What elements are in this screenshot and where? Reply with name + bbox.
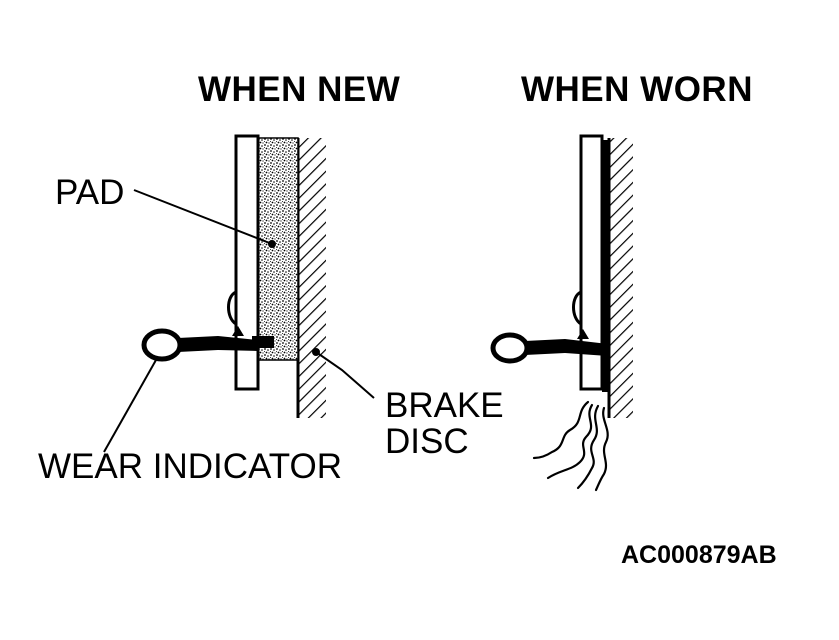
brake-disc-label-line2: DISC <box>385 422 469 461</box>
figure-code: AC000879AB <box>621 541 777 569</box>
pad-label: PAD <box>55 173 125 212</box>
pad-leader <box>133 189 273 245</box>
brake-disc-label-line1: BRAKE <box>385 386 504 425</box>
new-pad <box>257 137 299 361</box>
worn-brake-disc <box>607 138 633 418</box>
wear-indicator-leader <box>103 359 157 453</box>
wear-indicator-label: WEAR INDICATOR <box>38 447 342 486</box>
callout-leaders <box>103 189 375 453</box>
new-wear-indicator <box>141 326 274 362</box>
brake-disc-leader <box>315 351 375 399</box>
new-backing-plate <box>234 134 260 391</box>
new-brake-disc <box>296 138 326 418</box>
worn-wear-indicator <box>490 329 608 364</box>
heading-when-worn: WHEN WORN <box>521 70 753 109</box>
worn-backing-plate <box>579 134 604 391</box>
squeal-noise-lines <box>532 400 609 492</box>
worn-assembly <box>490 134 633 492</box>
new-assembly <box>141 134 326 418</box>
heading-when-new: WHEN NEW <box>198 70 401 109</box>
